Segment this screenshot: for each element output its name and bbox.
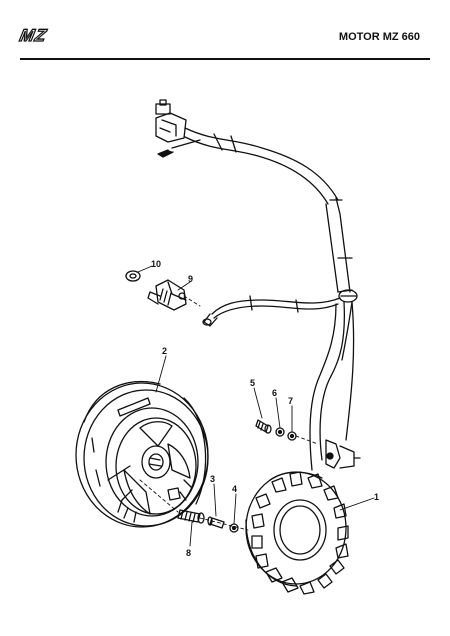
callout-6: 6	[272, 388, 277, 398]
callout-10: 10	[151, 259, 161, 269]
callout-3: 3	[210, 474, 215, 484]
pickup-sensor	[325, 439, 361, 469]
model-title: MOTOR MZ 660	[338, 31, 420, 43]
wire-harness	[184, 127, 358, 471]
stator	[245, 471, 349, 595]
bolt-part-8	[177, 509, 205, 524]
washer-part-10	[125, 270, 141, 282]
washer-part-4	[229, 523, 239, 533]
washer-part-6	[275, 427, 285, 437]
callout-5: 5	[250, 378, 255, 388]
callout-4: 4	[232, 484, 237, 494]
callout-2: 2	[162, 346, 167, 356]
sensor-part-9	[147, 279, 187, 311]
washer-part-7	[287, 431, 297, 441]
screw-part-5	[255, 419, 272, 434]
flywheel-rotor	[75, 380, 209, 528]
callout-8: 8	[186, 548, 191, 558]
stator-coils	[251, 471, 349, 595]
screw-part-3	[207, 516, 225, 529]
callout-9: 9	[188, 274, 193, 284]
callout-labels: 1 2 3 4 5 6 7 8 9 10	[151, 259, 379, 558]
wiring-connector	[155, 99, 201, 158]
header-rule	[20, 58, 430, 60]
assembly-lines	[139, 295, 319, 531]
callout-7: 7	[288, 396, 293, 406]
page-header: MZ MOTOR MZ 660	[0, 0, 450, 62]
callout-leaders	[137, 265, 375, 547]
callout-1: 1	[374, 492, 379, 502]
